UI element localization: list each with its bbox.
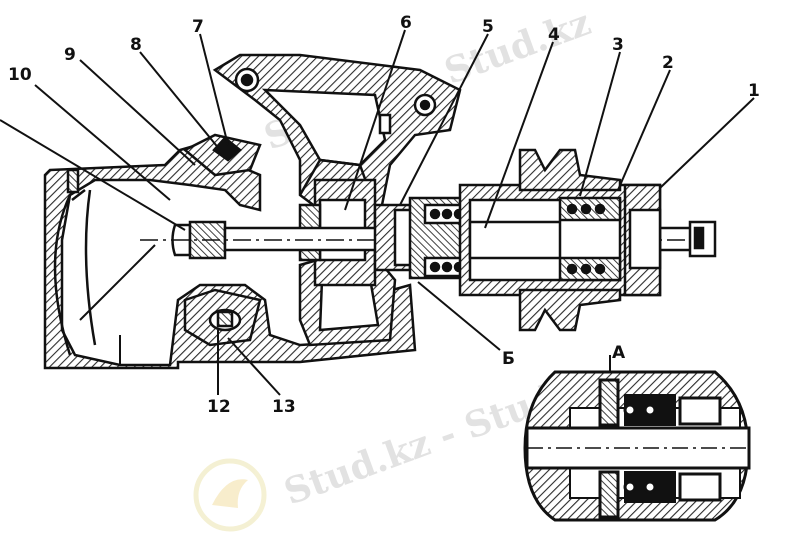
detail-view-a (523, 355, 751, 522)
callout-b-cyrillic: Б (502, 349, 515, 369)
seal-assembly (373, 196, 467, 280)
callout-4: 4 (548, 25, 560, 45)
watermark-logo-icon (193, 458, 267, 532)
callout-10: 10 (8, 65, 32, 85)
leader-lines (0, 29, 755, 396)
callout-1: 1 (748, 81, 760, 101)
callout-2: 2 (662, 53, 674, 73)
callout-13: 13 (272, 397, 296, 417)
impeller (182, 133, 262, 347)
callout-9: 9 (64, 45, 76, 65)
callout-a-cyrillic: А (612, 343, 626, 363)
callout-7: 7 (192, 17, 204, 37)
callout-12: 12 (207, 397, 231, 417)
callout-8: 8 (130, 35, 142, 55)
bearing-housing (458, 148, 662, 332)
callout-labels: 1 2 3 4 5 6 7 8 9 10 12 13 Б А (8, 13, 760, 417)
callout-6: 6 (400, 13, 412, 33)
callout-3: 3 (612, 35, 624, 55)
callout-5: 5 (482, 17, 494, 37)
